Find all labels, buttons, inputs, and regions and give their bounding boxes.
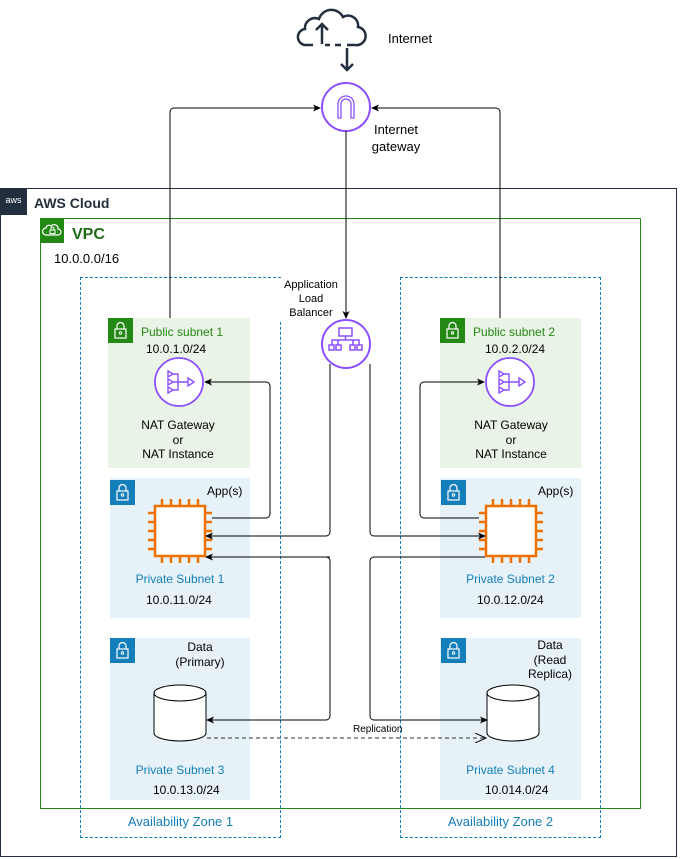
public2-to-igw-connector <box>371 104 501 318</box>
nat-2-label-line1: NAT Gateway <box>474 418 548 432</box>
ec2-instance-icon <box>148 499 212 563</box>
public-subnet-1-cidr: 10.0.1.0/24 <box>146 342 207 356</box>
public1-to-igw-connector <box>169 104 321 318</box>
lock-icon <box>440 318 465 343</box>
aws-cloud-title: AWS Cloud <box>34 195 110 211</box>
aws-logo-icon: aws <box>0 188 27 215</box>
nat-2-label-line3: NAT Instance <box>475 447 547 461</box>
internet-label: Internet <box>388 31 433 46</box>
nat-gateway-icon <box>485 357 535 407</box>
alb-label: Application Load Balancer <box>278 278 344 320</box>
internet-gateway-label: Internet gateway <box>362 121 430 155</box>
alb-label-line1: Application <box>284 279 338 291</box>
internet-gateway-label-line1: Internet <box>373 122 419 137</box>
private-subnet-3-cidr: 10.0.13.0/24 <box>153 783 220 797</box>
lock-icon <box>110 638 135 663</box>
vpc-title: VPC <box>72 226 105 243</box>
lock-icon <box>441 638 466 663</box>
data-replica-role: Data (Read Replica) <box>510 638 590 682</box>
private-subnet-2-cidr: 10.0.12.0/24 <box>477 593 544 607</box>
nat-2-label: NAT Gateway or NAT Instance <box>451 418 571 462</box>
aws-cloud-group <box>0 188 677 857</box>
ec2-instance-icon <box>479 499 543 563</box>
alb-label-line2: Load <box>298 293 324 305</box>
private-subnet-4-title: Private Subnet 4 <box>466 763 555 777</box>
replication-label: Replication <box>353 724 403 735</box>
alb-to-app2-connector <box>369 364 486 540</box>
data-primary-role-line2: (Primary) <box>175 655 225 669</box>
private-subnet-4-cidr: 10.014.0/24 <box>485 783 549 797</box>
app2-to-nat2-connector <box>419 378 485 519</box>
internet-gateway-label-line2: gateway <box>371 139 421 154</box>
app-2-role: App(s) <box>538 484 574 498</box>
private-subnet-2-title: Private Subnet 2 <box>466 572 555 586</box>
private-subnet-1-cidr: 10.0.11.0/24 <box>146 593 212 607</box>
app1-to-nat1-connector <box>204 378 271 519</box>
availability-zone-2-label: Availability Zone 2 <box>447 814 554 829</box>
public-subnet-2-cidr: 10.0.2.0/24 <box>485 342 546 356</box>
internet-gateway-icon <box>321 82 371 132</box>
nat-1-label-line1: NAT Gateway <box>141 418 215 432</box>
private-subnet-3-title: Private Subnet 3 <box>135 763 225 777</box>
availability-zone-1-label: Availability Zone 1 <box>127 814 234 829</box>
database-primary-icon <box>153 684 207 742</box>
nat-1-label: NAT Gateway or NAT Instance <box>118 418 238 462</box>
vpc-group <box>40 218 641 809</box>
data-primary-role-line1: Data <box>187 640 213 654</box>
app1-to-db-connector <box>206 556 331 724</box>
data-primary-role: Data (Primary) <box>160 640 240 670</box>
vpc-cloud-lock-icon <box>40 218 64 243</box>
app-1-role: App(s) <box>207 484 243 498</box>
alb-label-line3: Balancer <box>289 307 333 319</box>
cloud-upload-icon <box>296 8 367 72</box>
load-balancer-icon <box>321 319 371 369</box>
lock-icon <box>110 480 135 505</box>
database-replica-icon <box>486 684 540 742</box>
lock-icon <box>108 318 133 343</box>
nat-gateway-icon <box>154 357 204 407</box>
alb-to-app1-connector <box>205 364 331 540</box>
vpc-cidr: 10.0.0.0/16 <box>54 251 120 266</box>
nat-1-label-line2: or <box>172 432 184 447</box>
data-replica-role-line3: Replica) <box>527 667 572 681</box>
private-subnet-1-title: Private Subnet 1 <box>135 572 225 586</box>
nat-2-label-line2: or <box>505 432 517 447</box>
public-subnet-2-title: Public subnet 2 <box>473 325 556 339</box>
data-replica-role-line2: (Read <box>533 652 567 667</box>
data-replica-role-line1: Data <box>537 638 563 652</box>
public-subnet-1-title: Public subnet 1 <box>141 325 224 339</box>
lock-icon <box>441 480 466 505</box>
app2-to-db-connector <box>369 556 488 724</box>
nat-1-label-line3: NAT Instance <box>142 447 214 461</box>
